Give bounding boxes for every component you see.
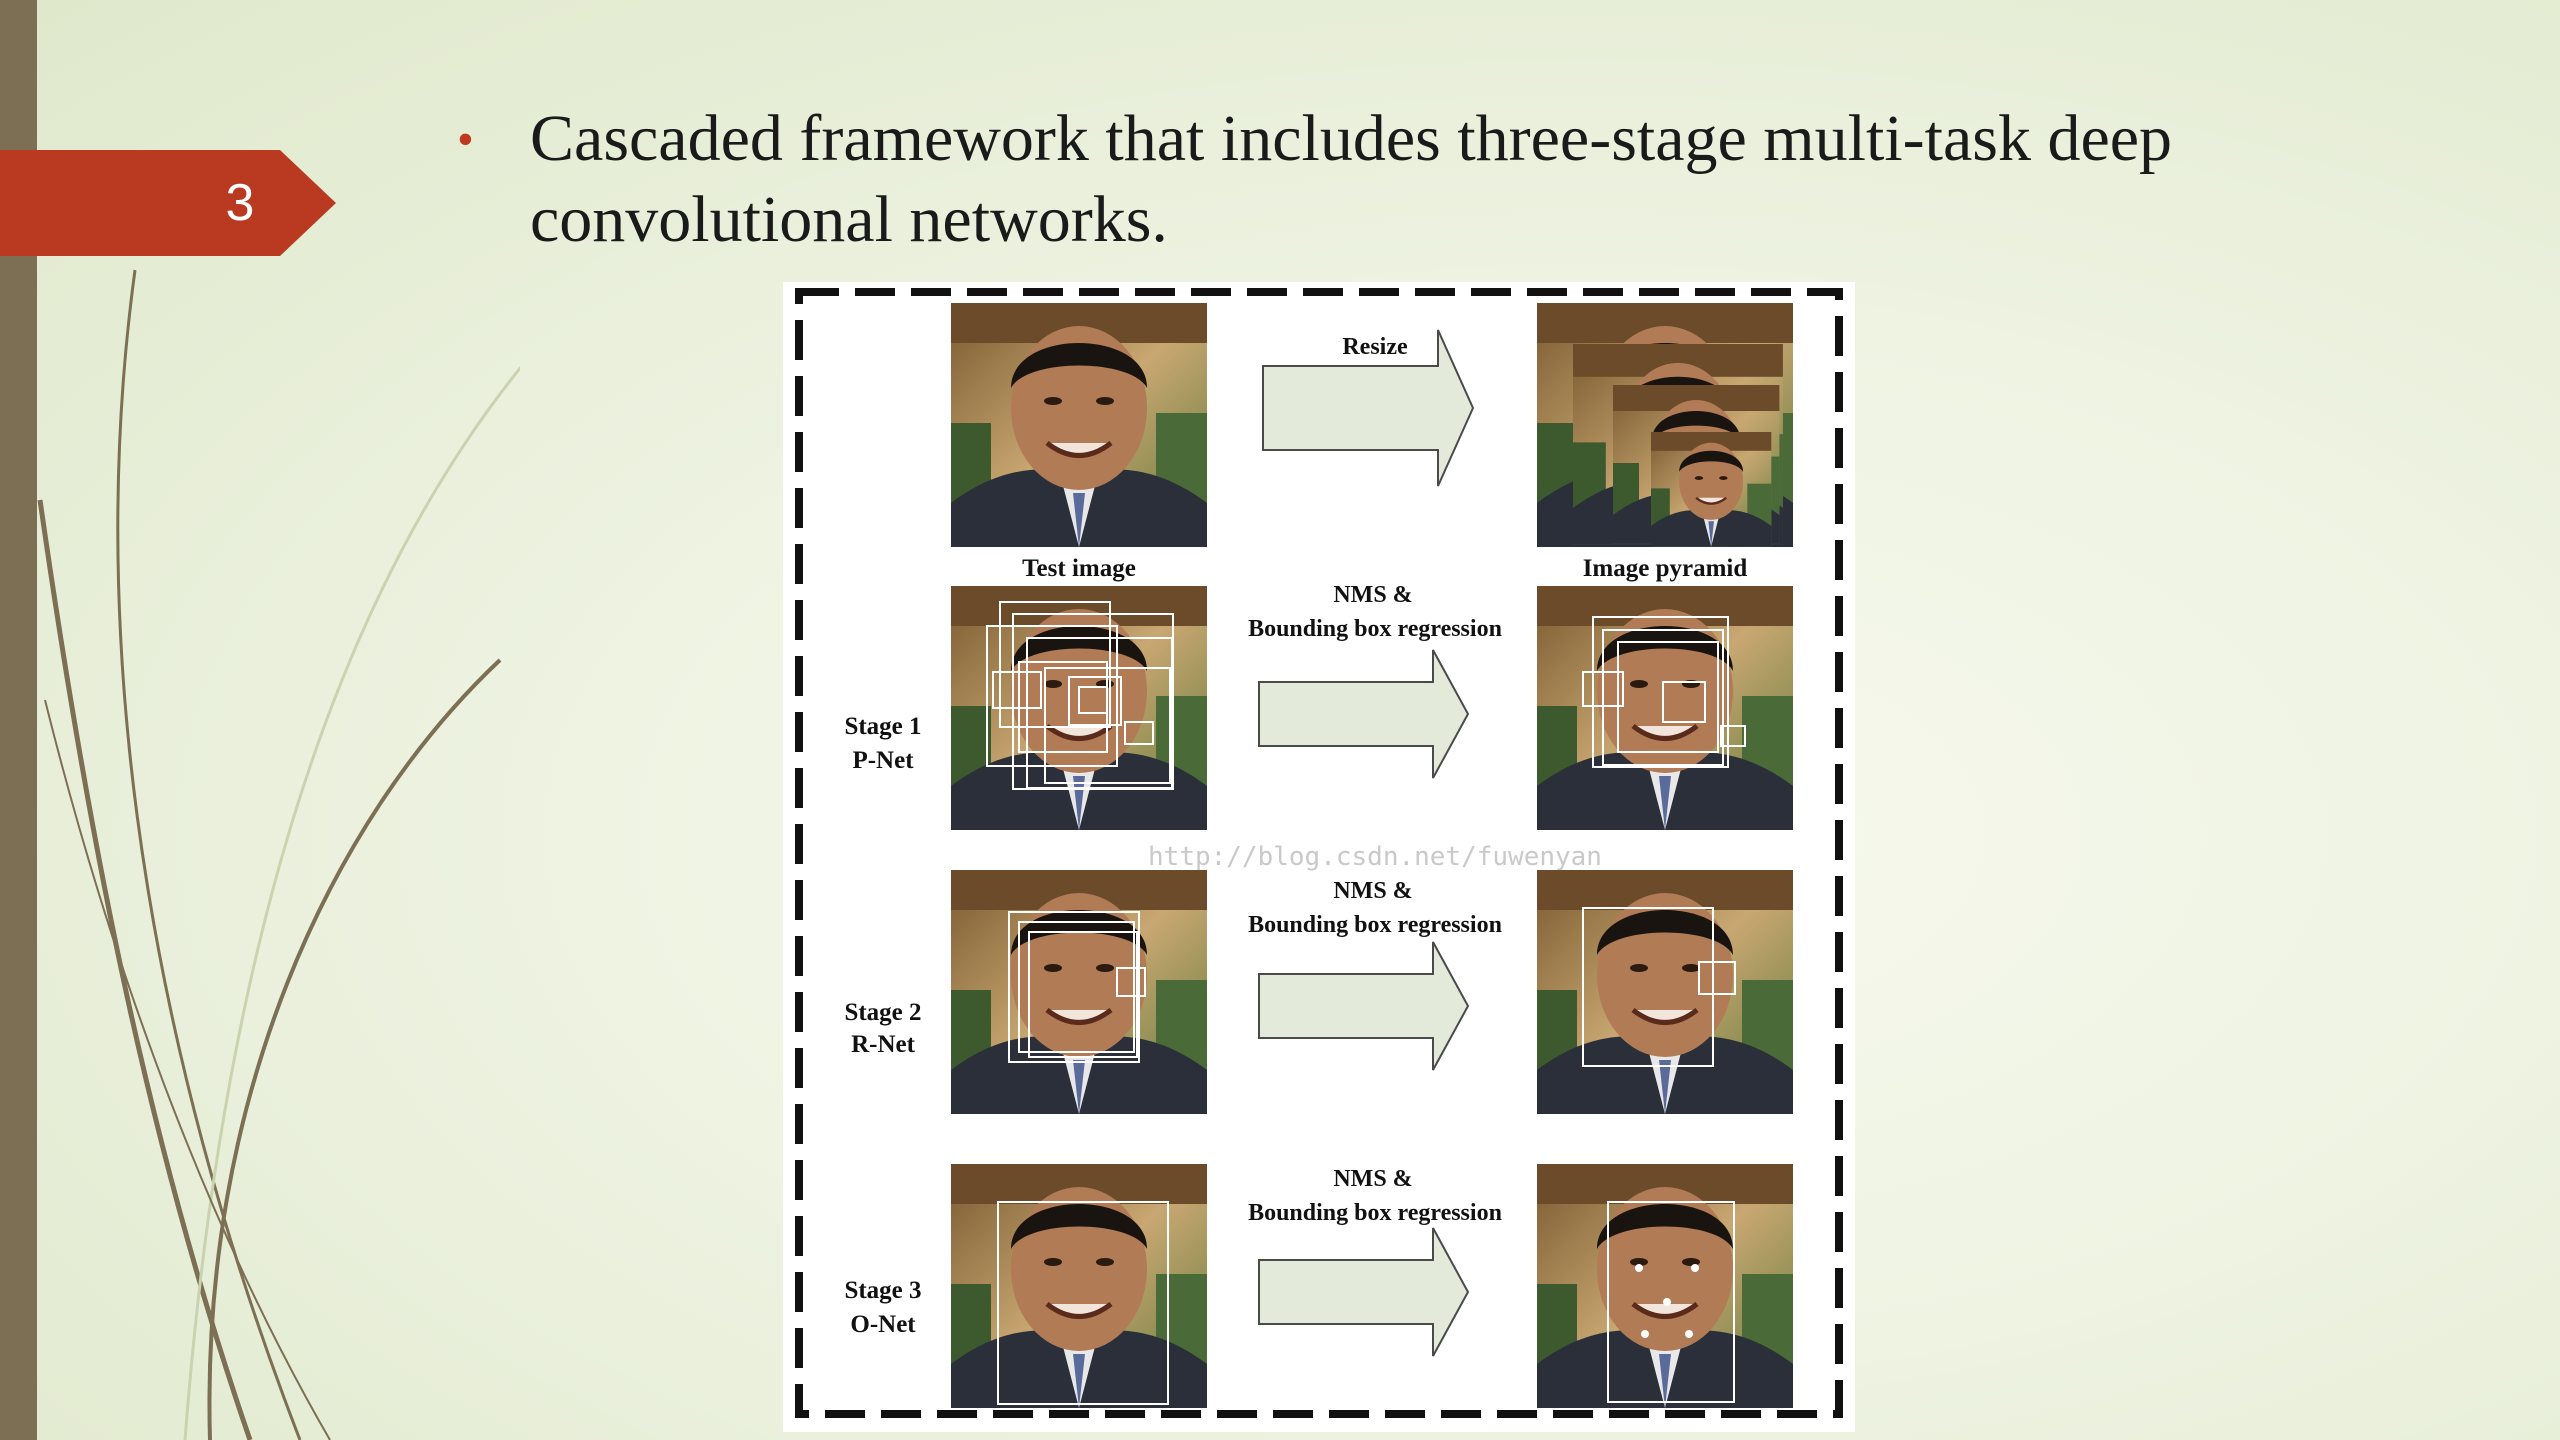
stage2-arrow <box>1258 941 1470 1071</box>
stage1-arrow <box>1258 649 1470 779</box>
slide-number: 3 <box>225 174 255 232</box>
dashed-frame <box>795 288 1843 1418</box>
resize-label: Resize <box>1342 334 1408 360</box>
stage2-nms-line2: Bounding box regression <box>1248 912 1502 938</box>
stage1-nms-line2: Bounding box regression <box>1248 616 1502 642</box>
bullet-text: Cascaded framework that includes three-s… <box>530 102 2173 256</box>
stage2-net: R-Net <box>851 1031 916 1058</box>
stage3-net: O-Net <box>850 1311 916 1338</box>
bullet-marker: • <box>457 113 474 166</box>
decorative-swooshes <box>37 269 520 1440</box>
stage1-nms-line1: NMS & <box>1333 582 1412 608</box>
image-pyramid-label: Image pyramid <box>1583 555 1748 582</box>
stage2-output-image <box>1537 870 1793 1114</box>
test-image-label: Test image <box>1022 555 1136 582</box>
stage3-nms-line2: Bounding box regression <box>1248 1200 1502 1226</box>
watermark: http://blog.csdn.net/fuwenyan <box>1148 842 1602 872</box>
resize-arrow <box>1262 329 1475 487</box>
stage1-input-image <box>951 586 1207 830</box>
stage3-input-image <box>951 1164 1207 1408</box>
stage3-nms-line1: NMS & <box>1333 1166 1412 1192</box>
stage1-net: P-Net <box>852 747 914 774</box>
slide-number-badge <box>0 150 336 256</box>
stage3-output-image <box>1537 1164 1793 1408</box>
test-image <box>951 303 1207 547</box>
stage2-input-image <box>951 870 1207 1114</box>
stage2-label: Stage 2 <box>844 999 921 1026</box>
stage3-label: Stage 3 <box>844 1277 921 1304</box>
stage2-nms-line1: NMS & <box>1333 878 1412 904</box>
stage1-label: Stage 1 <box>844 713 921 740</box>
stage1-output-image <box>1537 586 1793 830</box>
image-pyramid <box>1537 303 1793 547</box>
mtcnn-pipeline-figure: Resize Test image Image pyramid <box>783 282 1855 1432</box>
stage3-arrow <box>1258 1227 1470 1357</box>
